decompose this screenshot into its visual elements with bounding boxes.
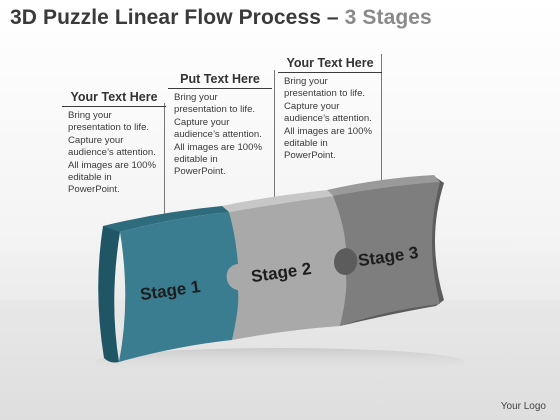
callout-3: Your Text Here Bring your presentation t… — [278, 56, 382, 163]
callout-line: audience’s attention. — [284, 113, 372, 125]
title-main: 3D Puzzle Linear Flow Process — [10, 6, 321, 29]
piece-1-face — [119, 212, 239, 362]
piece-3-face — [333, 182, 440, 326]
callout-line: Bring your — [174, 92, 218, 103]
callout-heading: Your Text Here — [278, 56, 382, 73]
leader-line-1 — [164, 103, 166, 215]
callout-line: editable in — [174, 154, 218, 166]
callout-body: Bring your presentation to life. Capture… — [168, 89, 272, 179]
callout-line: audience’s attention. — [68, 147, 156, 159]
piece-1-top — [103, 206, 229, 232]
leader-line-2 — [274, 70, 276, 202]
callout-line: PowerPoint. — [174, 166, 226, 178]
callout-line: presentation to life. — [68, 122, 150, 134]
callout-line: audience’s attention. — [174, 129, 262, 141]
callout-body: Bring your presentation to life. Capture… — [278, 73, 382, 163]
callout-line: Capture your — [68, 134, 124, 146]
title-dash: – — [321, 6, 345, 29]
callout-1: Your Text Here Bring your presentation t… — [62, 90, 166, 197]
callout-line: editable in — [284, 138, 328, 150]
callout-line: presentation to life. — [284, 88, 366, 100]
logo-text: Your Logo — [500, 401, 546, 412]
title-subtitle: 3 Stages — [344, 6, 432, 29]
callout-line: presentation to life. — [174, 104, 256, 116]
callout-line: PowerPoint. — [68, 184, 120, 196]
puzzle-piece-1 — [98, 206, 239, 363]
callout-line: Capture your — [174, 116, 230, 128]
callout-line: Capture your — [284, 100, 340, 112]
callout-line: editable in — [68, 172, 112, 184]
piece-2-face — [226, 196, 347, 340]
callout-line: All images are 100% — [174, 141, 262, 153]
piece-2-top — [222, 190, 333, 212]
callout-line: PowerPoint. — [284, 150, 336, 162]
piece-3-top — [327, 175, 440, 196]
callout-heading: Your Text Here — [62, 90, 166, 107]
leader-line-3 — [381, 54, 383, 186]
page-title: 3D Puzzle Linear Flow Process – 3 Stages — [10, 6, 432, 30]
piece-1-side — [98, 225, 120, 363]
callout-line: Bring your — [284, 76, 328, 87]
callout-line: All images are 100% — [68, 159, 156, 171]
callout-2: Put Text Here Bring your presentation to… — [168, 72, 272, 179]
callout-heading: Put Text Here — [168, 72, 272, 89]
puzzle-piece-3 — [327, 175, 444, 326]
callout-line: Bring your — [68, 110, 112, 121]
callout-line: All images are 100% — [284, 125, 372, 137]
callout-body: Bring your presentation to life. Capture… — [62, 107, 166, 197]
